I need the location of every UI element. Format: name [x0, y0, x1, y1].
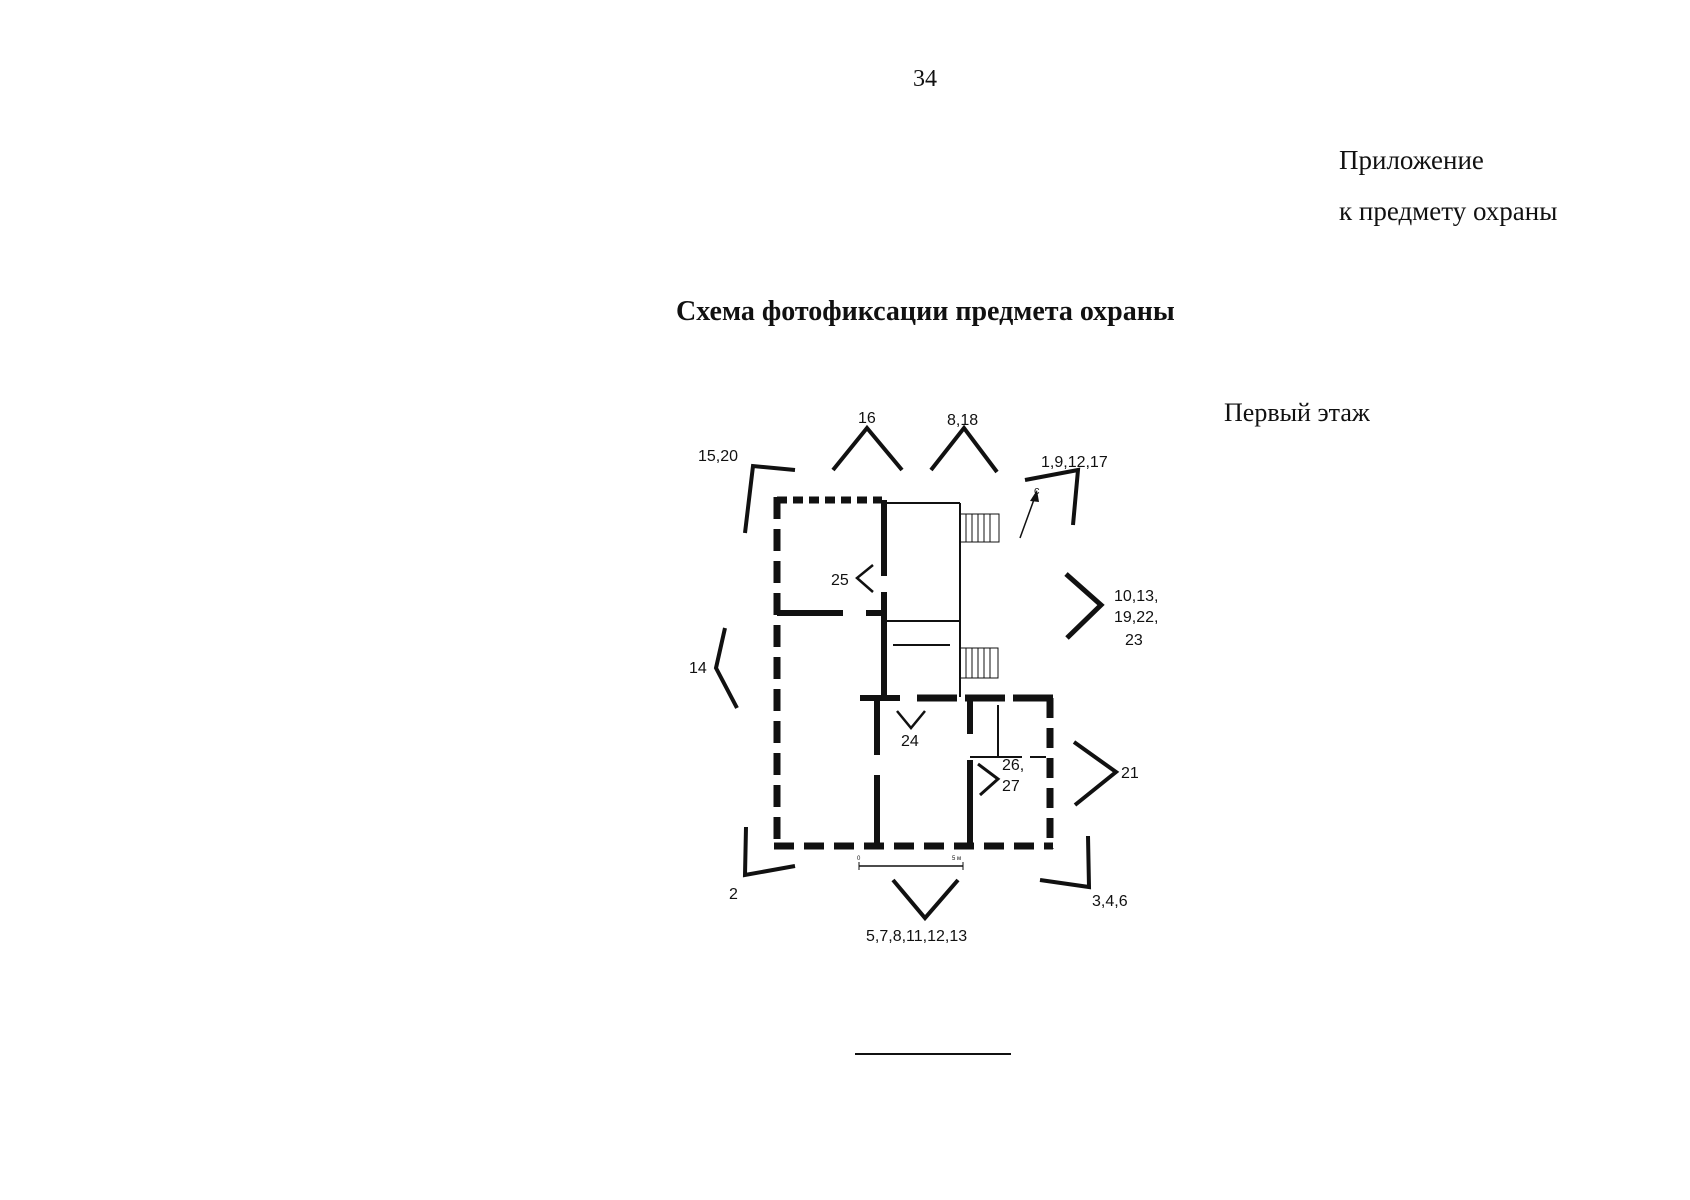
viewpoint-marker-icon	[1024, 467, 1081, 526]
viewpoint-marker-icon	[1064, 572, 1105, 640]
end-divider	[855, 1053, 1011, 1055]
scale-start-label: 0	[857, 856, 861, 862]
viewpoint-marker-icon	[743, 463, 796, 534]
viewpoint-marker-icon	[977, 762, 1001, 797]
viewpoint-label: 25	[831, 572, 849, 589]
viewpoint-label: 27	[1002, 778, 1020, 795]
viewpoint-marker-icon	[1072, 740, 1120, 807]
document-title: Схема фотофиксации предмета охраны	[676, 296, 1175, 327]
viewpoint-label: 24	[901, 733, 919, 750]
north-arrow-icon: с	[1019, 485, 1040, 539]
building-walls	[773, 496, 1054, 850]
viewpoint-label: 19,22,	[1114, 609, 1158, 626]
viewpoint-marker-icon	[855, 564, 874, 593]
viewpoint-labels: 16 8,18 15,20 1,9,12,17 25 10,13, 19,22,…	[689, 410, 1158, 945]
viewpoint-marker-icon	[1039, 835, 1092, 890]
rear-stairs	[959, 647, 999, 679]
viewpoint-label: 3,4,6	[1092, 893, 1128, 910]
viewpoint-label: 5,7,8,11,12,13	[866, 928, 967, 945]
viewpoint-label: 14	[689, 660, 707, 677]
scale-bar: 0 5 м	[857, 856, 964, 870]
viewpoint-label: 2	[729, 886, 738, 903]
appendix-heading: Приложение	[1339, 145, 1484, 175]
floor-label: Первый этаж	[1224, 398, 1370, 427]
viewpoint-marker-icon	[929, 424, 999, 474]
viewpoint-marker-icon	[891, 878, 960, 922]
viewpoint-label: 16	[858, 410, 876, 427]
page-number: 34	[913, 66, 937, 92]
viewpoint-label: 21	[1121, 765, 1139, 782]
viewpoint-label: 15,20	[698, 448, 738, 465]
scale-end-label: 5 м	[952, 856, 961, 862]
viewpoint-label: 23	[1125, 632, 1143, 649]
viewpoint-marker-icon	[896, 710, 926, 730]
viewpoint-marker-icon	[713, 627, 739, 709]
viewpoint-label: 1,9,12,17	[1041, 454, 1108, 471]
viewpoint-markers	[713, 424, 1120, 922]
appendix-subheading: к предмету охраны	[1339, 196, 1558, 226]
entrance-stairs	[959, 513, 1000, 543]
viewpoint-marker-icon	[742, 826, 796, 878]
viewpoint-marker-icon	[831, 424, 904, 472]
north-label: с	[1034, 485, 1040, 497]
viewpoint-label: 26,	[1002, 757, 1024, 774]
viewpoint-label: 10,13,	[1114, 588, 1158, 605]
viewpoint-label: 8,18	[947, 412, 978, 429]
